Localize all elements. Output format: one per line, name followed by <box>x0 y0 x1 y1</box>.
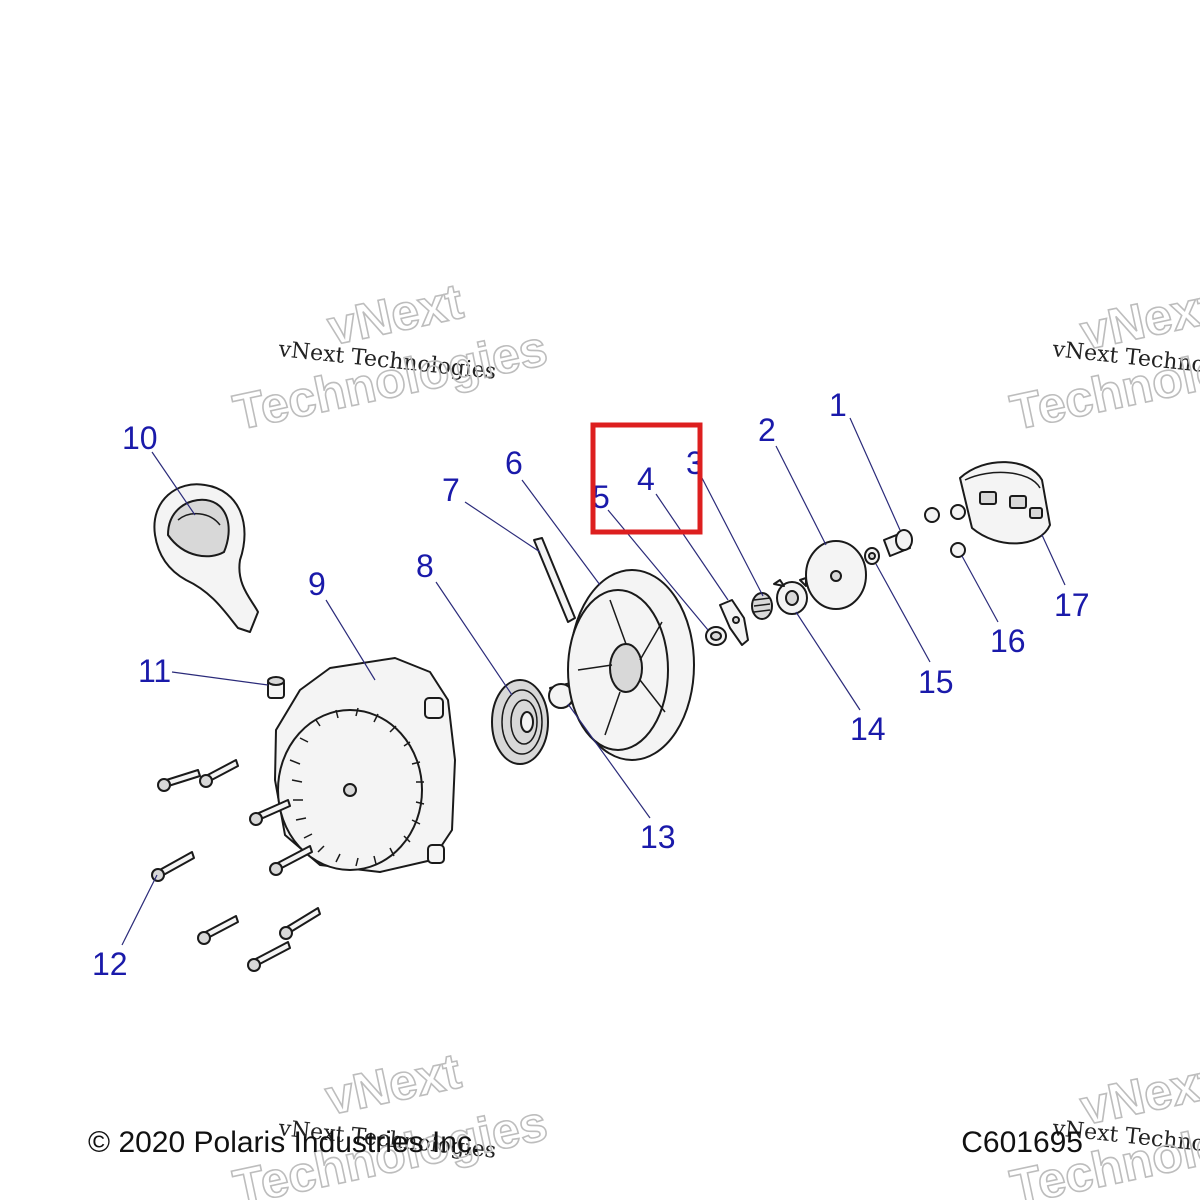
part-17-cup <box>959 461 1051 545</box>
part-11-bushing <box>267 676 285 699</box>
part-5-clip <box>705 626 727 646</box>
watermark-top-left: vNext vNext Technologies Technologies <box>228 272 553 441</box>
part-15-washer <box>864 547 880 565</box>
part-1-screw <box>883 529 913 557</box>
part-4-pawl <box>719 599 749 646</box>
part-2-plate <box>805 540 867 610</box>
callout-14: 14 <box>850 711 886 747</box>
callout-15: 15 <box>918 664 954 700</box>
watermark-bottom-left: vNext vNext Technologies Technologies <box>228 1042 553 1200</box>
callout-17: 17 <box>1054 587 1090 623</box>
part-14-ratchet <box>773 577 808 615</box>
watermark-top-right: vNext vNext Technologies Technologies <box>1005 277 1200 442</box>
part-10-starter-handle <box>153 483 259 633</box>
callout-6: 6 <box>505 445 523 481</box>
housing-vents <box>289 707 425 867</box>
callout-9: 9 <box>308 566 326 602</box>
callout-10: 10 <box>122 420 158 456</box>
callout-5: 5 <box>592 479 610 515</box>
part-16-small-bolts <box>924 504 966 558</box>
part-8-recoil-spring <box>491 679 549 765</box>
callout-11: 11 <box>138 653 171 689</box>
part-9-starter-housing <box>274 657 456 873</box>
copyright-text: © 2020 Polaris Industries Inc. <box>88 1126 481 1159</box>
callout-8: 8 <box>416 548 434 584</box>
part-12-bolts <box>151 759 321 972</box>
highlight-box-callout-4 <box>590 422 703 535</box>
callout-4: 4 <box>637 461 655 497</box>
callout-2: 2 <box>758 412 776 448</box>
callout-1: 1 <box>829 387 847 423</box>
callout-labels: 1 2 3 4 5 6 7 8 9 10 11 12 13 14 15 16 1… <box>92 387 1090 982</box>
callout-12: 12 <box>92 946 128 982</box>
callout-16: 16 <box>990 623 1026 659</box>
diagram-code: C601695 <box>961 1126 1083 1159</box>
part-7-rope <box>533 537 576 623</box>
part-3-spring <box>751 592 773 620</box>
watermark-vnext: vNext <box>321 1043 466 1126</box>
callout-13: 13 <box>640 819 676 855</box>
callout-7: 7 <box>442 472 460 508</box>
part-6-pulley <box>567 569 695 761</box>
